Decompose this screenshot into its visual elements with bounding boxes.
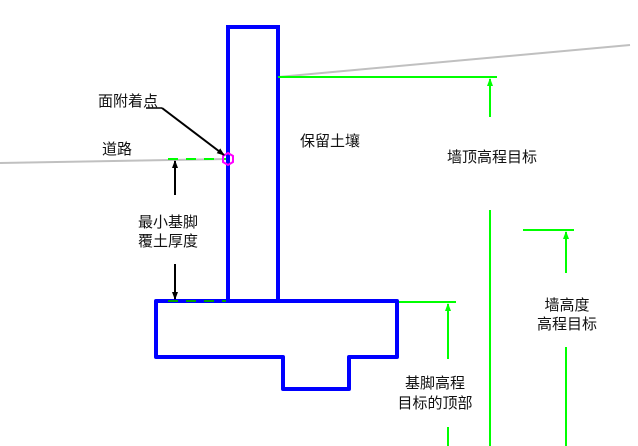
label-wall-height-1: 墙高度 [544,296,589,314]
label-road: 道路 [102,140,132,158]
attachment-arrow [161,107,225,156]
label-surface-attachment-point: 面附着点 [98,92,158,110]
label-footing-top-1: 基脚高程 [405,374,465,392]
wall-stem [226,25,280,301]
retained-soil-ground-line [277,44,631,78]
label-wall-height-2: 高程目标 [537,315,597,333]
label-footing-top-2: 目标的顶部 [397,394,472,412]
label-wall-top-target: 墙顶高程目标 [447,148,537,166]
attachment-point-marker [222,151,234,167]
label-retained-soil: 保留土壤 [300,132,360,150]
wall-footing [154,299,399,391]
label-min-cover-1: 最小基脚 [138,213,198,231]
label-min-cover-2: 覆土厚度 [138,232,198,250]
